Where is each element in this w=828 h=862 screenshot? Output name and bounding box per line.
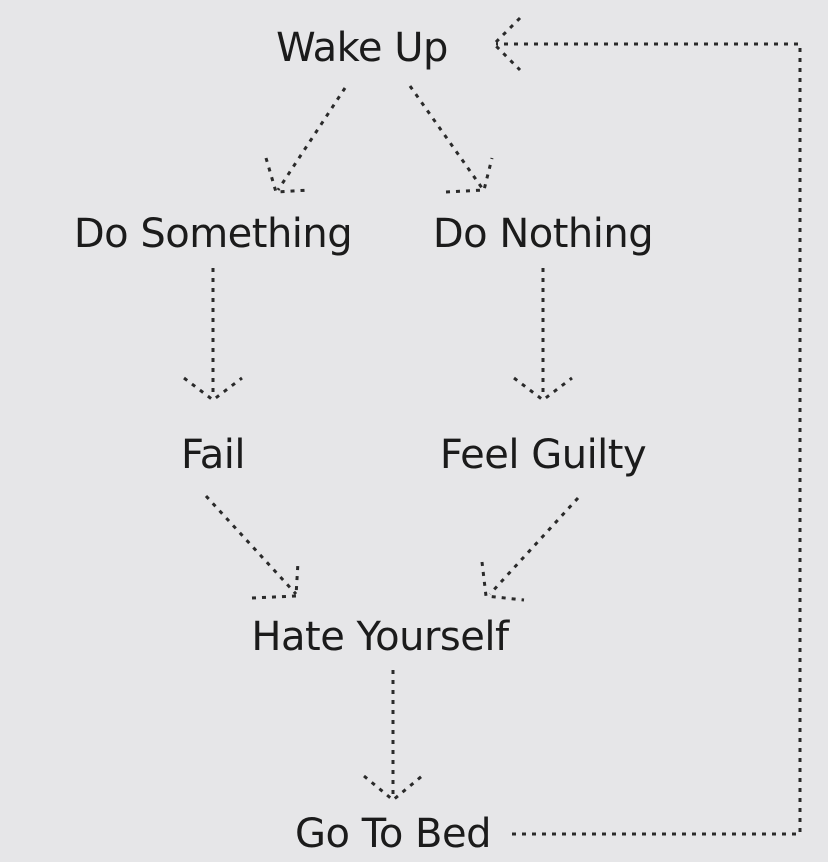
arrowhead-fail-to-hate xyxy=(251,561,300,600)
node-do-something: Do Something xyxy=(73,211,353,257)
node-go-to-bed: Go To Bed xyxy=(295,811,491,857)
arrowhead-nothing-to-guilty xyxy=(513,376,573,402)
arrowhead-wake-to-something xyxy=(264,157,311,194)
arrowhead-guilty-to-hate xyxy=(480,561,525,602)
arrow-wake-to-nothing xyxy=(408,85,484,189)
node-fail: Fail xyxy=(180,432,246,478)
arrowhead-bed-to-wake xyxy=(491,16,522,72)
node-feel-guilty: Feel Guilty xyxy=(439,432,647,478)
node-wake-up: Wake Up xyxy=(276,25,448,71)
arrowhead-hate-to-bed xyxy=(363,774,423,802)
node-hate-yourself: Hate Yourself xyxy=(251,614,509,660)
arrow-bed-to-wake-loop xyxy=(496,42,802,836)
arrow-guilty-to-hate xyxy=(488,496,580,596)
arrowhead-wake-to-nothing xyxy=(445,157,494,194)
arrow-fail-to-hate xyxy=(204,494,298,596)
arrow-wake-to-something xyxy=(276,87,347,191)
arrowhead-something-to-fail xyxy=(183,376,243,402)
node-do-nothing: Do Nothing xyxy=(432,211,654,257)
